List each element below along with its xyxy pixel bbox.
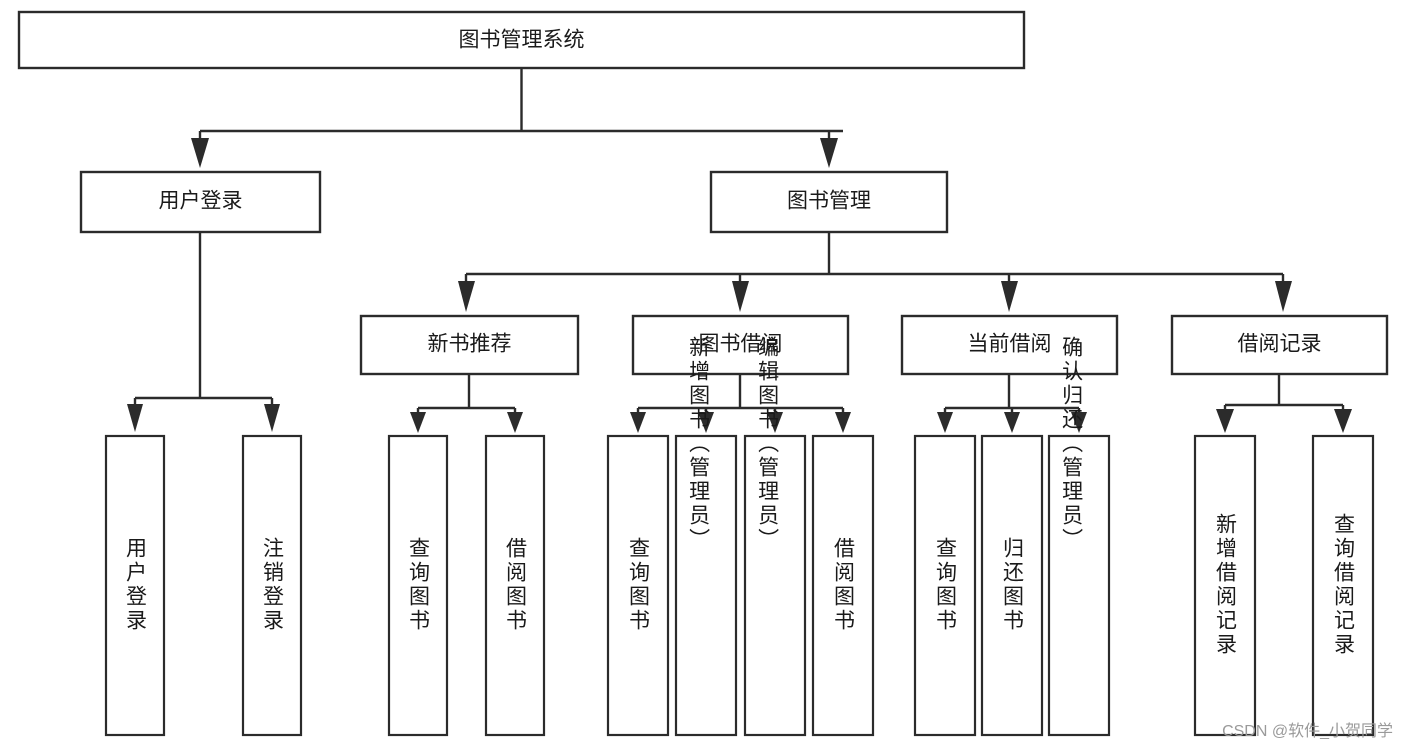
arrowhead-leaf-query-book-2 bbox=[630, 412, 646, 433]
arrowhead-user-login bbox=[191, 138, 209, 168]
node-leaf-query-book-recommend[interactable]: 查询图书 bbox=[387, 434, 449, 737]
node-leaf-query-borrow-record-box[interactable] bbox=[1311, 434, 1375, 737]
node-new-book-recommend-label: 新书推荐 bbox=[428, 333, 512, 356]
arrowhead-leaf-confirm-return bbox=[1071, 412, 1087, 433]
arrowhead-new-book-rec bbox=[458, 281, 475, 312]
node-current-borrow-label: 当前借阅 bbox=[968, 333, 1052, 356]
node-leaf-borrow-book-recommend-label: 借阅图书 bbox=[504, 537, 528, 633]
node-current-borrow-box[interactable] bbox=[900, 314, 1119, 376]
node-leaf-logout-box[interactable] bbox=[241, 434, 303, 737]
node-borrow-record[interactable]: 借阅记录 bbox=[1170, 314, 1389, 376]
node-leaf-borrow-book-borrow[interactable]: 借阅图书 bbox=[811, 434, 875, 737]
node-user-login-label: 用户登录 bbox=[159, 190, 243, 213]
node-leaf-add-borrow-record-box[interactable] bbox=[1193, 434, 1257, 737]
node-leaf-edit-book-admin[interactable]: 编辑图书（管理员） bbox=[743, 336, 807, 737]
node-book-borrow-label: 图书借阅 bbox=[699, 333, 783, 356]
arrowhead-leaf-borrow-book-2 bbox=[835, 412, 851, 433]
node-leaf-user-login-box[interactable] bbox=[104, 434, 166, 737]
node-leaf-add-book-admin-box[interactable] bbox=[674, 434, 738, 737]
arrowhead-book-borrow bbox=[732, 281, 749, 312]
node-leaf-borrow-book-recommend[interactable]: 借阅图书 bbox=[484, 434, 546, 737]
node-leaf-return-book-label: 归还图书 bbox=[1001, 537, 1025, 633]
node-user-login-box[interactable] bbox=[79, 170, 322, 234]
node-leaf-query-book-recommend-box[interactable] bbox=[387, 434, 449, 737]
node-leaf-logout-label: 注销登录 bbox=[261, 537, 285, 633]
node-leaf-query-book-borrow[interactable]: 查询图书 bbox=[606, 434, 670, 737]
node-new-book-recommend[interactable]: 新书推荐 bbox=[359, 314, 580, 376]
node-leaf-return-book-box[interactable] bbox=[980, 434, 1044, 737]
node-borrow-record-label: 借阅记录 bbox=[1238, 333, 1322, 356]
node-leaf-confirm-return-admin[interactable]: 确认归还（管理员） bbox=[1047, 336, 1111, 737]
node-leaf-query-borrow-record-label: 查询借阅记录 bbox=[1332, 513, 1356, 657]
node-leaf-query-book-borrow-box[interactable] bbox=[606, 434, 670, 737]
node-leaf-borrow-book-borrow-box[interactable] bbox=[811, 434, 875, 737]
connector-layer bbox=[127, 68, 1352, 433]
node-user-login[interactable]: 用户登录 bbox=[79, 170, 322, 234]
node-leaf-return-book[interactable]: 归还图书 bbox=[980, 434, 1044, 737]
node-leaf-query-book-recommend-label: 查询图书 bbox=[407, 537, 431, 633]
node-book-management[interactable]: 图书管理 bbox=[709, 170, 949, 234]
node-leaf-query-book-current-label: 查询图书 bbox=[934, 537, 958, 633]
arrowhead-leaf-user-login bbox=[127, 404, 143, 432]
node-root-system-label: 图书管理系统 bbox=[459, 29, 585, 52]
node-leaf-confirm-return-admin-box[interactable] bbox=[1047, 434, 1111, 737]
node-book-management-label: 图书管理 bbox=[787, 190, 871, 213]
node-leaf-add-book-admin[interactable]: 新增图书（管理员） bbox=[674, 336, 738, 737]
node-book-borrow[interactable]: 图书借阅 bbox=[631, 314, 850, 376]
node-leaf-borrow-book-recommend-box[interactable] bbox=[484, 434, 546, 737]
node-leaf-query-borrow-record[interactable]: 查询借阅记录 bbox=[1311, 434, 1375, 737]
node-leaf-query-book-current[interactable]: 查询图书 bbox=[913, 434, 977, 737]
node-leaf-add-book-admin-label: 新增图书（管理员） bbox=[687, 336, 711, 552]
arrowhead-leaf-logout bbox=[264, 404, 280, 432]
csdn-watermark: CSDN @软件_小贺同学 bbox=[1222, 723, 1393, 740]
node-book-borrow-box[interactable] bbox=[631, 314, 850, 376]
arrowhead-book-mgmt bbox=[820, 138, 838, 168]
node-root-system[interactable]: 图书管理系统 bbox=[17, 10, 1026, 70]
node-current-borrow[interactable]: 当前借阅 bbox=[900, 314, 1119, 376]
arrowhead-leaf-query-book-3 bbox=[937, 412, 953, 433]
arrowhead-leaf-query-record bbox=[1334, 409, 1352, 433]
node-leaf-logout[interactable]: 注销登录 bbox=[241, 434, 303, 737]
node-leaf-confirm-return-admin-label: 确认归还（管理员） bbox=[1060, 336, 1084, 552]
node-new-book-recommend-box[interactable] bbox=[359, 314, 580, 376]
arrowhead-leaf-return-book bbox=[1004, 412, 1020, 433]
node-book-management-box[interactable] bbox=[709, 170, 949, 234]
arrowhead-current-borrow bbox=[1001, 281, 1018, 312]
node-leaf-add-borrow-record[interactable]: 新增借阅记录 bbox=[1193, 434, 1257, 737]
arrowhead-borrow-record bbox=[1275, 281, 1292, 312]
node-root-system-box[interactable] bbox=[17, 10, 1026, 70]
node-leaf-edit-book-admin-box[interactable] bbox=[743, 434, 807, 737]
node-borrow-record-box[interactable] bbox=[1170, 314, 1389, 376]
arrowhead-leaf-add-record bbox=[1216, 409, 1234, 433]
arrowhead-leaf-add-book bbox=[698, 412, 714, 433]
node-leaf-user-login[interactable]: 用户登录 bbox=[104, 434, 166, 737]
arrowhead-leaf-edit-book bbox=[767, 412, 783, 433]
node-leaf-user-login-label: 用户登录 bbox=[124, 537, 148, 633]
node-leaf-query-book-current-box[interactable] bbox=[913, 434, 977, 737]
arrowhead-leaf-borrow-book-1 bbox=[507, 412, 523, 433]
node-leaf-query-book-borrow-label: 查询图书 bbox=[627, 537, 651, 633]
node-leaf-borrow-book-borrow-label: 借阅图书 bbox=[832, 537, 856, 633]
arrowhead-leaf-query-book-1 bbox=[410, 412, 426, 433]
node-leaf-add-borrow-record-label: 新增借阅记录 bbox=[1214, 513, 1238, 657]
node-leaf-edit-book-admin-label: 编辑图书（管理员） bbox=[756, 336, 780, 552]
